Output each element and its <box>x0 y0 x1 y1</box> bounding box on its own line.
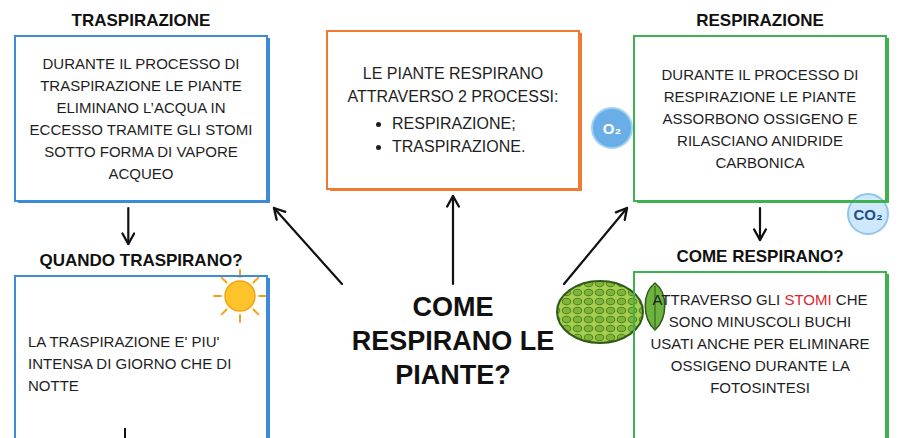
sun-ray <box>253 278 258 283</box>
sun-icon <box>214 270 266 322</box>
connector-arrow <box>274 208 342 284</box>
box-heading: RESPIRAZIONE <box>633 10 887 31</box>
bullet-item: RESPIRAZIONE; <box>392 112 566 135</box>
connector-arrow <box>452 196 454 284</box>
lead-text: LE PIANTE RESPIRANO ATTRAVERSO 2 PROCESS… <box>340 62 566 108</box>
continuation-line <box>124 428 126 438</box>
oxygen-bubble <box>592 108 632 148</box>
gas-label: CO₂ <box>853 206 882 223</box>
body-text: ATTRAVERSO GLI STOMI CHE SONO MINUSCOLI … <box>647 289 873 399</box>
box-outline: LE PIANTE RESPIRANO ATTRAVERSO 2 PROCESS… <box>326 30 580 190</box>
body-text: LA TRASPIRAZIONE E' PIU' INTENSA DI GIOR… <box>28 331 254 397</box>
sun-ray <box>214 295 221 297</box>
sun-ray <box>259 295 266 297</box>
box-heading: QUANDO TRASPIRANO? <box>14 250 268 271</box>
summary-box: LE PIANTE RESPIRANO ATTRAVERSO 2 PROCESS… <box>326 30 580 190</box>
connector-arrow <box>759 208 761 240</box>
sun-ray <box>239 315 241 322</box>
leaf-section <box>557 281 643 343</box>
box-outline: LA TRASPIRAZIONE E' PIU' INTENSA DI GIOR… <box>14 275 268 438</box>
bullet-list: RESPIRAZIONE;TRASPIRAZIONE. <box>340 112 566 158</box>
bullet-item: TRASPIRAZIONE. <box>392 135 566 158</box>
definition-box: TRASPIRAZIONE DURANTE IL PROCESSO DI TRAS… <box>14 10 268 202</box>
body-text: DURANTE IL PROCESSO DI RESPIRAZIONE LE P… <box>647 64 873 174</box>
definition-box: RESPIRAZIONE DURANTE IL PROCESSO DI RESPI… <box>633 10 887 202</box>
info-box: QUANDO TRASPIRANO? LA TRASPIRAZIONE E' PI… <box>14 250 268 438</box>
connector-arrow <box>564 208 627 284</box>
sun-ray <box>253 309 258 314</box>
box-heading: COME RESPIRANO? <box>633 246 887 267</box>
box-outline: DURANTE IL PROCESSO DI RESPIRAZIONE LE P… <box>633 35 887 202</box>
box-heading: TRASPIRAZIONE <box>14 10 268 31</box>
central-question: COME RESPIRANO LE PIANTE? <box>348 290 558 392</box>
connector-arrow <box>127 208 129 244</box>
info-box: COME RESPIRANO? ATTRAVERSO GLI STOMI CHE … <box>633 246 887 438</box>
box-outline: DURANTE IL PROCESSO DI TRASPIRAZIONE LE … <box>14 35 268 202</box>
carbon-dioxide-bubble <box>848 194 888 234</box>
central-question-text: COME RESPIRANO LE PIANTE? <box>348 290 558 392</box>
gas-label: O₂ <box>603 120 621 137</box>
sun-ray <box>222 278 227 283</box>
body-text: DURANTE IL PROCESSO DI TRASPIRAZIONE LE … <box>28 53 254 185</box>
sun-ray <box>222 309 227 314</box>
box-outline: ATTRAVERSO GLI STOMI CHE SONO MINUSCOLI … <box>633 271 887 438</box>
